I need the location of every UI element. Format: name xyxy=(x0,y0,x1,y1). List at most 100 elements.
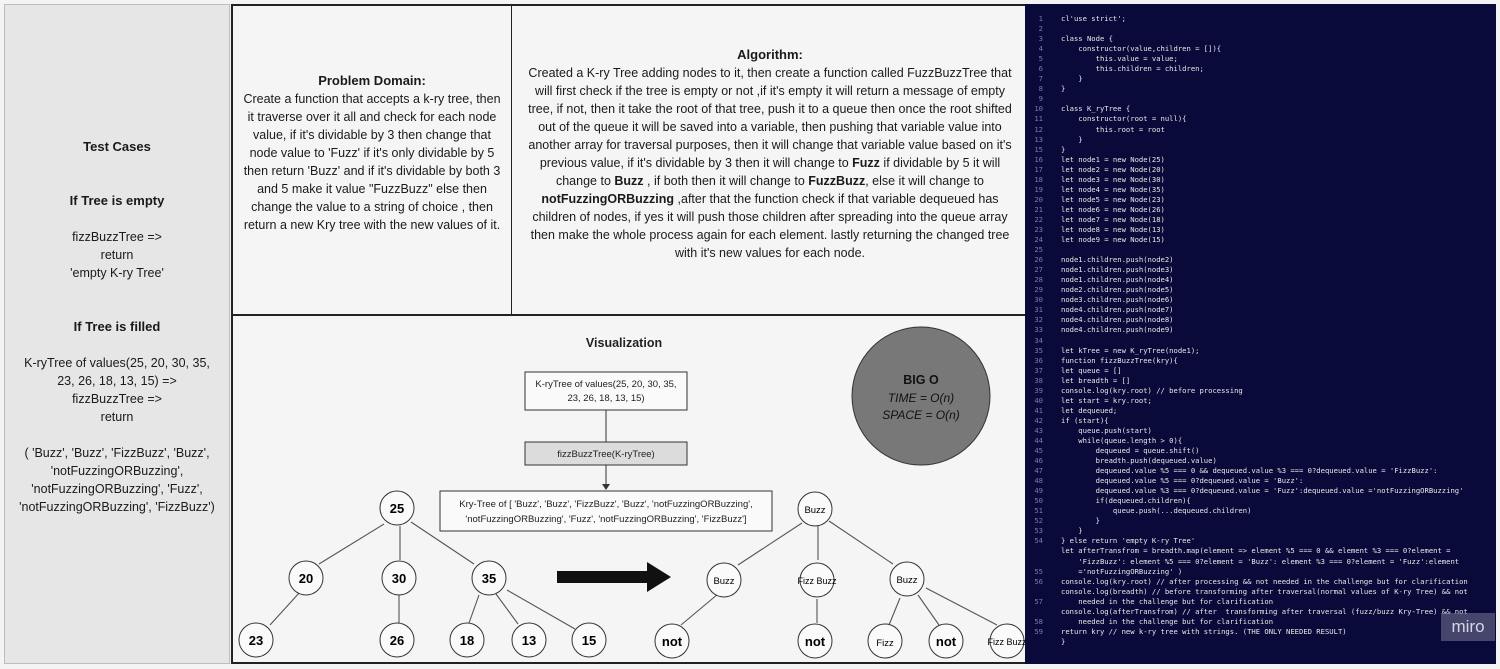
tree-node xyxy=(571,622,607,658)
code-line: 13 } xyxy=(1025,135,1496,145)
code-text: let afterTransfrom = breadth.map(element… xyxy=(1061,546,1451,556)
line-number: 35 xyxy=(1034,345,1043,355)
code-line: 16 let node1 = new Node(25) xyxy=(1025,155,1496,165)
tree-node xyxy=(379,622,415,658)
code-text: let dequeued; xyxy=(1061,405,1118,415)
algorithm-text: if dividable by 5 it will change to xyxy=(555,156,1001,188)
code-text: } xyxy=(1061,84,1066,94)
line-number: 34 xyxy=(1034,335,1043,345)
line-number: 4 xyxy=(1038,44,1043,54)
empty-case: fizzBuzzTree => return 'empty K-ry Tree' xyxy=(5,228,229,282)
tree-node-label: 23 xyxy=(249,633,263,648)
code-line: 11 constructor(root = null){ xyxy=(1025,114,1496,124)
algorithm-text: ,after that the function check if that v… xyxy=(530,192,1010,260)
code-line: 'FizzBuzz': element %5 === 0?element = '… xyxy=(1025,557,1496,567)
code-text: this.children = children; xyxy=(1061,64,1204,74)
code-text: node1.children.push(node2) xyxy=(1061,255,1174,265)
code-text: queue.push(start) xyxy=(1061,425,1152,435)
line-number: 54 xyxy=(1034,536,1043,546)
line-number: 59 xyxy=(1034,626,1043,636)
line-number: 46 xyxy=(1034,456,1043,466)
line-number: 27 xyxy=(1034,265,1043,275)
code-text: console.log(afterTransfrom) // after tra… xyxy=(1061,606,1468,616)
code-line: 7 } xyxy=(1025,74,1496,84)
code-line: 52 } xyxy=(1025,516,1496,526)
code-text: if(dequeued.children){ xyxy=(1061,496,1191,506)
code-line: 49 dequeued.value %3 === 0?dequeued.valu… xyxy=(1025,486,1496,496)
code-line: 47 dequeued.value %5 === 0 && dequeued.v… xyxy=(1025,466,1496,476)
filled-line: 23, 26, 18, 13, 15) => xyxy=(57,374,177,388)
visualization-panel: Visualization BIG O TIME = O(n) SPACE = … xyxy=(231,316,1030,664)
code-line: 15} xyxy=(1025,145,1496,155)
tree-node xyxy=(706,562,742,598)
line-number: 29 xyxy=(1034,285,1043,295)
code-line: 50 if(dequeued.children){ xyxy=(1025,496,1496,506)
empty-line: return xyxy=(100,248,134,262)
code-line: 58 needed in the challenge but for clari… xyxy=(1025,617,1496,627)
tree-node-label: 20 xyxy=(299,571,313,586)
tree-node xyxy=(381,560,417,596)
filled-line: return xyxy=(100,410,134,424)
code-text: } xyxy=(1061,74,1083,84)
code-text: } xyxy=(1061,526,1083,536)
code-line: 5 this.value = value; xyxy=(1025,54,1496,64)
keyword-buzz: Buzz xyxy=(614,174,644,188)
function-box-label: fizzBuzzTree(K-ryTree) xyxy=(557,449,654,460)
line-number: 52 xyxy=(1034,516,1043,526)
tree-node xyxy=(889,561,925,597)
big-o-title: BIG O xyxy=(903,373,939,387)
line-number: 28 xyxy=(1034,275,1043,285)
line-number: 51 xyxy=(1034,506,1043,516)
line-number: 32 xyxy=(1034,315,1043,325)
line-number: 10 xyxy=(1034,104,1043,114)
line-number: 16 xyxy=(1034,154,1043,164)
visualization-svg: Visualization BIG O TIME = O(n) SPACE = … xyxy=(238,326,1027,659)
code-text: let start = kry.root; xyxy=(1061,395,1152,405)
code-line: 18 let node3 = new Node(30) xyxy=(1025,175,1496,185)
code-text: let node3 = new Node(30) xyxy=(1061,174,1165,184)
line-number: 11 xyxy=(1034,114,1043,124)
output-tree-edges xyxy=(680,520,998,626)
line-number: 18 xyxy=(1034,174,1043,184)
code-text: needed in the challenge but for clarific… xyxy=(1061,596,1274,606)
code-text: needed in the challenge but for clarific… xyxy=(1061,616,1274,626)
line-number: 19 xyxy=(1034,184,1043,194)
line-number: 2 xyxy=(1038,24,1043,34)
keyword-not-fuzzing: notFuzzingORBuzzing xyxy=(541,192,675,206)
code-text: let node9 = new Node(15) xyxy=(1061,235,1165,245)
test-cases-title: Test Cases xyxy=(83,139,151,154)
line-number: 43 xyxy=(1034,425,1043,435)
line-number: 25 xyxy=(1034,245,1043,255)
code-text: let node1 = new Node(25) xyxy=(1061,154,1165,164)
line-number: 23 xyxy=(1034,224,1043,234)
input-tree-box xyxy=(524,371,688,411)
miro-watermark: miro xyxy=(1441,613,1495,641)
code-text: let node2 = new Node(20) xyxy=(1061,164,1165,174)
line-number: 24 xyxy=(1034,235,1043,245)
code-text: } xyxy=(1061,516,1100,526)
line-number: 12 xyxy=(1034,124,1043,134)
tree-node xyxy=(799,562,835,598)
code-text: let breadth = [] xyxy=(1061,375,1131,385)
code-line: 44 while(queue.length > 0){ xyxy=(1025,436,1496,446)
output-tree: Buzz Buzz Fizz Buzz Buzz not not Fizz no… xyxy=(654,491,1027,659)
output-tree-box xyxy=(439,490,773,532)
test-cases-panel: Test Cases If Tree is empty fizzBuzzTree… xyxy=(4,4,230,664)
input-tree-edges xyxy=(269,521,576,630)
algorithm-panel: Algorithm: Created a K-ry Tree adding no… xyxy=(512,4,1030,316)
code-text: } xyxy=(1061,144,1066,154)
line-number: 15 xyxy=(1034,144,1043,154)
code-text: this.value = value; xyxy=(1061,54,1178,64)
code-line: 46 breadth.push(dequeued.value) xyxy=(1025,456,1496,466)
filled-line: 'notFuzzingORBuzzing', xyxy=(50,464,184,478)
line-number: 42 xyxy=(1034,415,1043,425)
